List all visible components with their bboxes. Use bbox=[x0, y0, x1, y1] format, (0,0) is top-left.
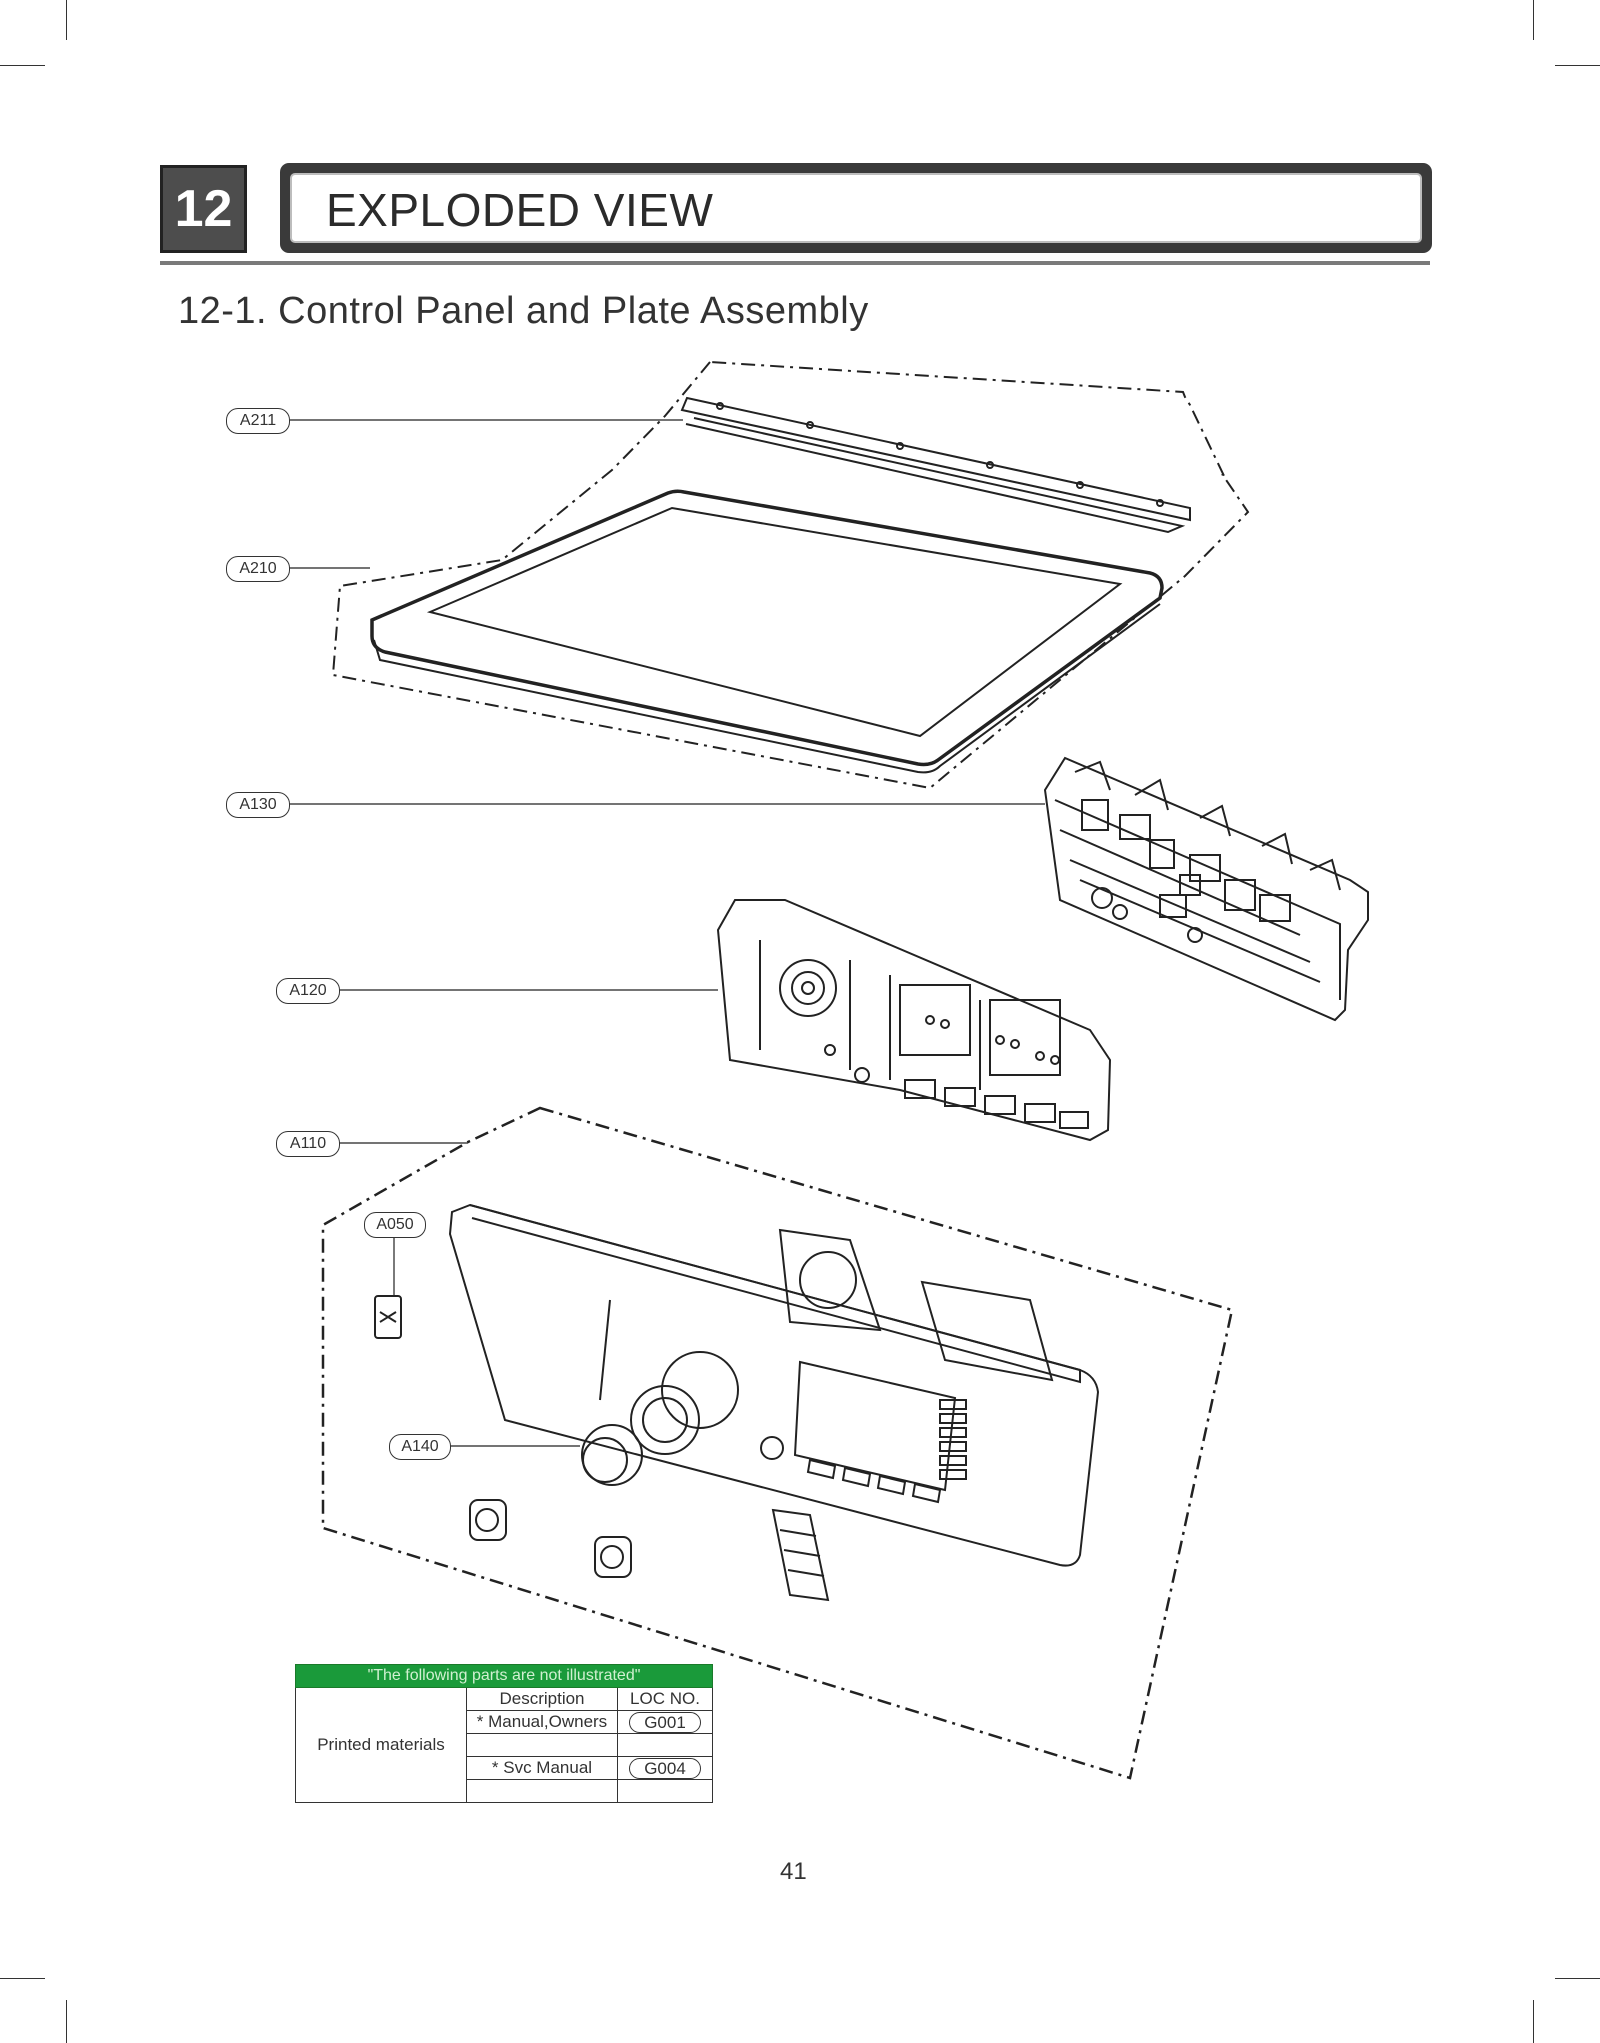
crop-mark bbox=[66, 2000, 67, 2043]
crop-mark bbox=[0, 65, 45, 66]
callout-a140: A140 bbox=[389, 1434, 451, 1460]
pcb-housing-part bbox=[1043, 756, 1369, 1022]
panel-group-boundary bbox=[321, 1106, 1234, 1780]
table-header-row: "The following parts are not illustrated… bbox=[295, 1664, 713, 1688]
table-header: "The following parts are not illustrated… bbox=[295, 1664, 713, 1688]
row-loc: G004 bbox=[629, 1757, 701, 1779]
crop-mark bbox=[1555, 65, 1600, 66]
chapter-title: EXPLODED VIEW bbox=[326, 184, 714, 236]
chapter-number: 12 bbox=[160, 165, 247, 253]
group-label: Printed materials bbox=[295, 1687, 467, 1803]
section-title: 12-1. Control Panel and Plate Assembly bbox=[178, 290, 869, 332]
chapter-title-box: EXPLODED VIEW bbox=[280, 163, 1432, 253]
table-row: * Manual,Owners G001 bbox=[296, 1710, 713, 1734]
crop-mark bbox=[0, 1978, 45, 1979]
crop-mark bbox=[1555, 1978, 1600, 1979]
callout-a210: A210 bbox=[226, 556, 290, 582]
crop-mark bbox=[1533, 0, 1534, 40]
callout-a050: A050 bbox=[364, 1212, 426, 1238]
rail-part bbox=[680, 396, 1191, 534]
crop-mark bbox=[1533, 2000, 1534, 2043]
not-illustrated-table: "The following parts are not illustrated… bbox=[295, 1664, 713, 1803]
crop-mark bbox=[66, 0, 67, 40]
page-number: 41 bbox=[780, 1858, 807, 1885]
row-description: * Svc Manual bbox=[466, 1756, 618, 1780]
callout-a120: A120 bbox=[276, 978, 340, 1004]
plate-group-boundary bbox=[331, 360, 1250, 790]
callout-a110: A110 bbox=[276, 1131, 340, 1157]
title-rule bbox=[160, 261, 1430, 265]
row-loc: G001 bbox=[629, 1711, 701, 1733]
plate-part bbox=[370, 489, 1164, 774]
callout-a211: A211 bbox=[226, 408, 290, 434]
table-row bbox=[296, 1733, 713, 1757]
pcb-part bbox=[716, 899, 1112, 1142]
table-row bbox=[296, 1779, 713, 1803]
row-description: * Manual,Owners bbox=[466, 1710, 618, 1734]
control-panel-part bbox=[374, 1203, 1100, 1602]
table-row: Printed materials Description LOC NO. bbox=[295, 1687, 713, 1803]
col-loc: LOC NO. bbox=[617, 1687, 713, 1711]
col-description: Description bbox=[466, 1687, 618, 1711]
table-row: * Svc Manual G004 bbox=[296, 1756, 713, 1780]
callout-a130: A130 bbox=[226, 792, 290, 818]
